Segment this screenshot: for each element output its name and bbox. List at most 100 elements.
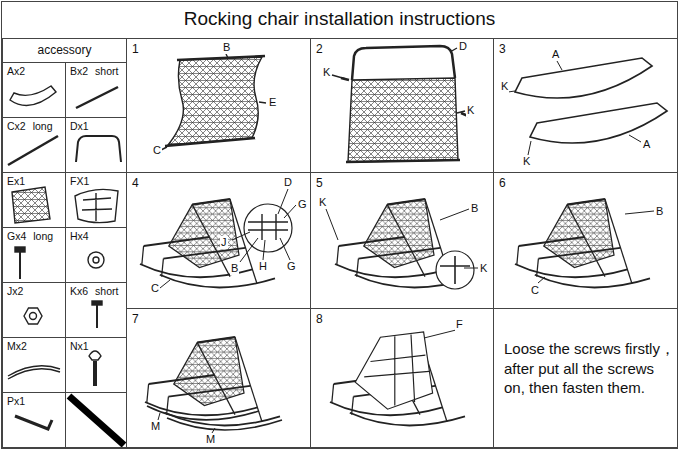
part-cell: Bx2 short	[65, 62, 127, 118]
step-number: 2	[311, 40, 328, 58]
part-count: Dx1	[70, 120, 89, 132]
bolt-head-icon	[92, 301, 102, 305]
part-letter: K	[500, 80, 509, 93]
part-count: Kx6	[70, 285, 88, 297]
step-panel: 8	[310, 308, 494, 448]
part-count: Bx2	[70, 65, 88, 77]
part-count: Hx4	[70, 230, 89, 242]
part-letter: A	[551, 48, 560, 61]
leader-lines	[424, 330, 456, 338]
part-cell: Ax2	[2, 62, 66, 118]
part-count: Mx2	[7, 340, 27, 352]
leader-lines	[326, 209, 478, 268]
part-cell: FX1	[65, 172, 127, 228]
rod	[165, 138, 255, 146]
mesh-seat	[168, 57, 262, 145]
part-letter: C	[530, 284, 540, 297]
part-cell: Nx1	[65, 337, 127, 393]
long-rod-icon	[8, 136, 58, 165]
bolt-detail	[248, 214, 288, 240]
nut-hole	[30, 313, 37, 320]
washer-hole	[93, 257, 99, 263]
part-count: Gx4	[7, 230, 26, 242]
part-letter: K	[479, 262, 488, 275]
mesh-icon	[12, 187, 50, 223]
part-text-row: Kx6 short	[66, 283, 126, 299]
part-letter: M	[150, 420, 161, 433]
part-size: short	[95, 65, 118, 77]
strip	[147, 406, 282, 430]
bolt-head-icon	[15, 247, 25, 252]
strap-icon	[69, 396, 124, 445]
part-letter: D	[283, 176, 293, 189]
rocker-icon	[10, 86, 56, 105]
cushion-outline	[355, 332, 432, 409]
part-cell: Gx4long	[2, 227, 66, 283]
part-cell: Dx1	[65, 117, 127, 173]
part-letter: B	[222, 41, 231, 54]
chair-drawing	[145, 337, 280, 425]
part-cell: Hx4	[65, 227, 127, 283]
part-letter: G	[286, 260, 297, 273]
strip-icon	[8, 366, 60, 379]
step-number: 8	[311, 310, 328, 328]
cushion-tufts	[364, 335, 429, 406]
screw-marks	[341, 78, 468, 116]
allen-key-icon	[15, 416, 52, 429]
wrench-icon	[93, 361, 97, 386]
part-count: FX1	[70, 175, 89, 187]
cushion-icon	[75, 189, 118, 222]
bolt-icon	[19, 252, 21, 279]
step-number: 6	[494, 174, 511, 192]
part-count: Jx2	[7, 285, 23, 297]
part-cell: Cx2 long	[2, 117, 66, 173]
step-3-drawing	[508, 58, 667, 155]
part-text-row: Nx1	[66, 338, 126, 354]
step-panel: 5	[310, 172, 494, 309]
part-count: Px1	[7, 395, 25, 407]
part-letter: C	[152, 144, 162, 157]
parts-panel: accessoryAx2Bx2shortCx2longDx1Ex1FX1Gx4l…	[2, 38, 127, 448]
part-cell: Px1	[2, 392, 66, 448]
note-box: Loose the screws firstly，after put all t…	[493, 308, 678, 448]
part-letter: E	[268, 96, 277, 109]
part-size: long	[33, 120, 53, 132]
bar-icon	[76, 136, 121, 162]
part-count: Cx2	[7, 120, 26, 132]
rocker-frame	[515, 58, 652, 98]
step-8-drawing	[330, 330, 465, 425]
step-number: 4	[127, 174, 144, 192]
title: Rocking chair installation instructions	[184, 8, 496, 29]
step-6-drawing	[515, 199, 654, 287]
part-text-row: Ex1	[3, 173, 65, 189]
leader-lines	[160, 189, 296, 288]
step-5-drawing	[326, 199, 478, 289]
washer-icon	[88, 252, 104, 268]
step-panel: 6	[493, 172, 678, 309]
part-text-row: Cx2 long	[3, 118, 65, 134]
part-letter: B	[655, 205, 664, 218]
title-bar: Rocking chair installation instructions	[0, 8, 679, 30]
part-letter: C	[150, 282, 160, 295]
chair-drawing	[515, 199, 650, 287]
part-text-row: Bx2 short	[66, 63, 126, 79]
leader-lines	[538, 211, 654, 283]
part-text-row: Dx1	[66, 118, 126, 134]
part-letter: G	[297, 198, 308, 211]
part-text-row: Hx4	[66, 228, 126, 244]
part-size: short	[95, 285, 118, 297]
step-number: 7	[127, 310, 144, 328]
mesh-seat	[348, 78, 458, 162]
leader-lines	[332, 48, 465, 113]
part-letter: M	[205, 433, 216, 446]
leader-lines	[158, 413, 215, 433]
zoom-circle	[244, 204, 292, 252]
part-text-row: Ax2	[3, 63, 65, 79]
part-cell: Kx6 short	[65, 282, 127, 338]
part-letter: K	[318, 196, 327, 209]
step-4-drawing	[140, 189, 296, 288]
part-text-row: Px1	[3, 393, 65, 409]
step-2-drawing	[332, 46, 468, 162]
rod	[346, 160, 460, 162]
